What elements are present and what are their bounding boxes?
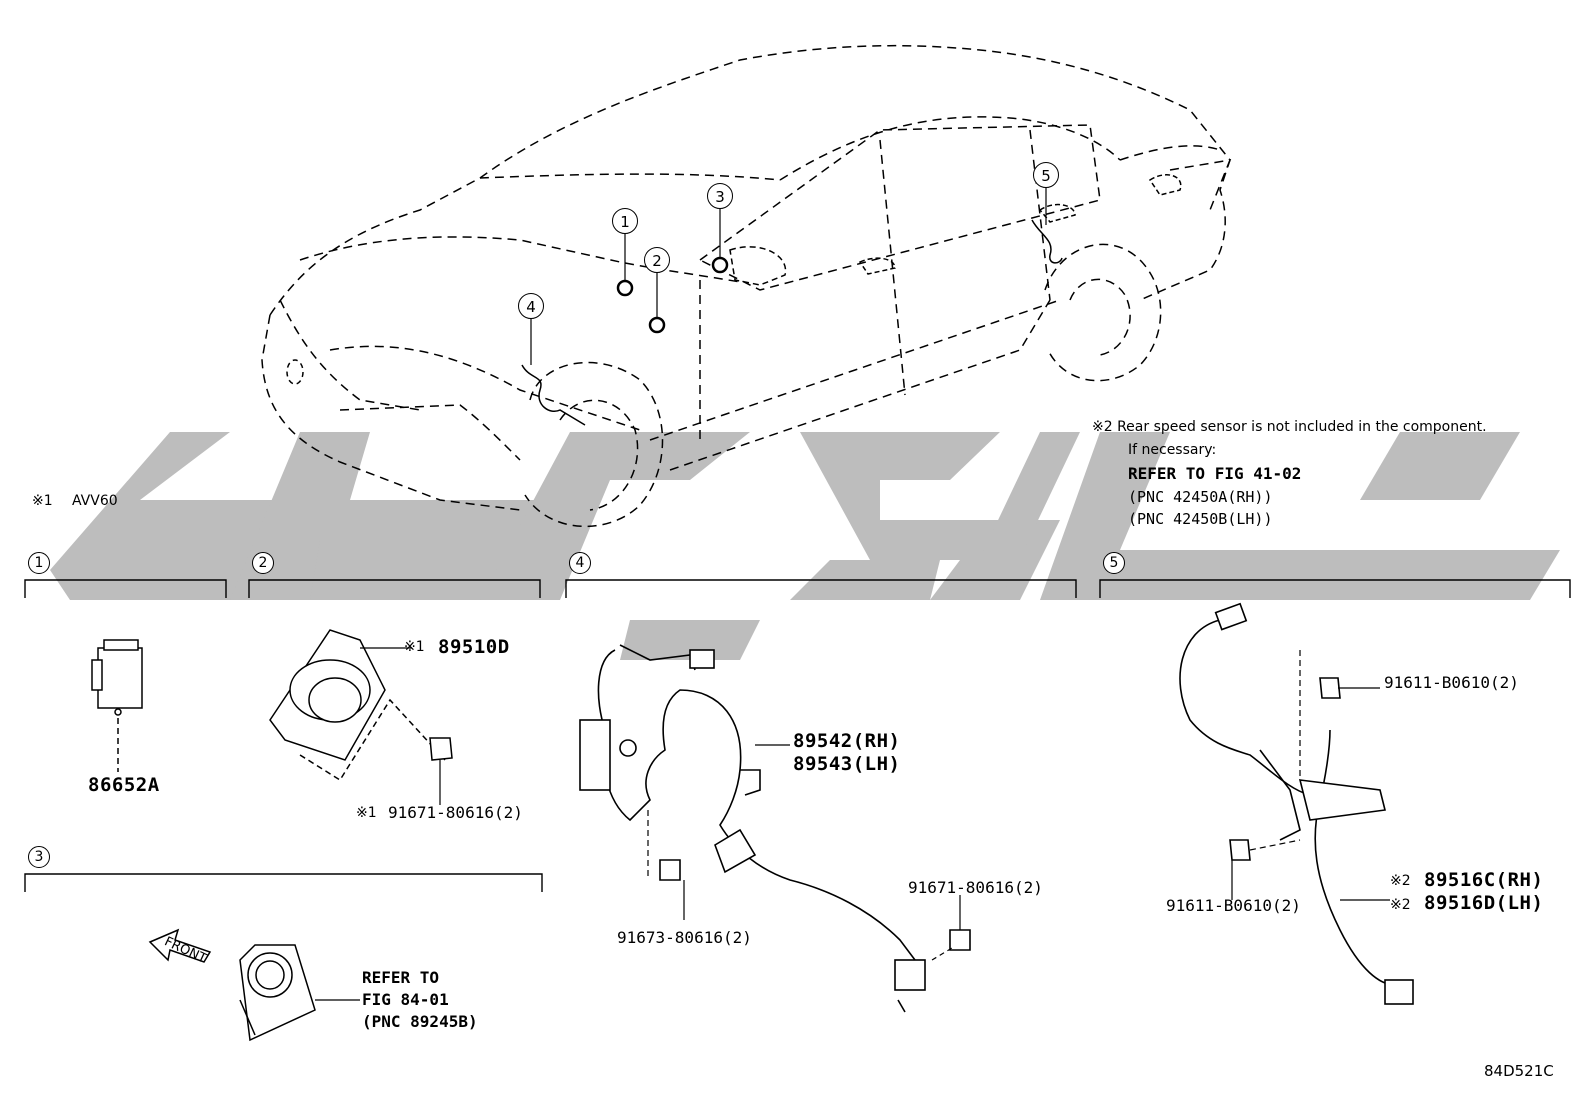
pnc-89245b-label: (PNC 89245B) [362, 1012, 478, 1031]
part-89543-lh-label: 89543(LH) [793, 753, 901, 775]
part-86652a-drawing [91, 639, 143, 772]
car-callout-3: 3 [707, 183, 733, 209]
bolt-91671-label-a: 91671-80616(2) [388, 803, 523, 822]
section-5-number: 5 [1103, 552, 1125, 574]
note-2-line-1: ※2 Rear speed sensor is not included in … [1092, 419, 1487, 435]
car-callout-4: 4 [518, 293, 544, 319]
note-2-line-5: (PNC 42450B(LH)) [1128, 510, 1273, 528]
bolt-91671-mark-a: ※1 [356, 805, 377, 821]
refer-to-label: REFER TO [362, 968, 440, 987]
part-89516c-drawing [1179, 602, 1414, 1005]
part-3-drawing [148, 928, 360, 1042]
part-86652a-label: 86652A [88, 774, 160, 796]
part-89516c-rh-label: 89516C(RH) [1424, 869, 1544, 891]
part-89516d-mark: ※2 [1390, 897, 1411, 913]
watermark-logo [50, 432, 1560, 660]
note-2-line-4: (PNC 42450A(RH)) [1128, 488, 1273, 506]
bolt-91673-label: 91673-80616(2) [617, 928, 752, 947]
car-callout-1: 1 [612, 208, 638, 234]
part-89542-drawing [579, 644, 971, 1013]
bolt-91611-label-b: 91611-B0610(2) [1166, 896, 1301, 915]
part-89542-rh-label: 89542(RH) [793, 730, 901, 752]
car-callout-2: 2 [644, 247, 670, 273]
note-2-line-3: REFER TO FIG 41-02 [1128, 464, 1302, 483]
note-1-text: AVV60 [72, 493, 118, 509]
part-89516d-lh-label: 89516D(LH) [1424, 892, 1544, 914]
car-callout-leaders [530, 187, 1047, 365]
section-3-number: 3 [28, 846, 50, 868]
part-89510d-mark: ※1 [404, 639, 425, 655]
part-89510d-drawing [269, 629, 453, 805]
note-2-line-2: If necessary: [1128, 442, 1217, 458]
bolt-91611-label-a: 91611-B0610(2) [1384, 673, 1519, 692]
section-2-number: 2 [252, 552, 274, 574]
section-1-number: 1 [28, 552, 50, 574]
section-4-number: 4 [569, 552, 591, 574]
fig-84-01-label: FIG 84-01 [362, 990, 449, 1009]
figure-code: 84D521C [1484, 1062, 1554, 1080]
bolt-91671-label-b: 91671-80616(2) [908, 878, 1043, 897]
car-outline [261, 44, 1232, 528]
part-89516c-mark: ※2 [1390, 873, 1411, 889]
note-1-mark: ※1 [32, 493, 53, 509]
part-89510d-label: 89510D [438, 636, 510, 658]
section-brackets [24, 579, 1571, 892]
car-callout-5: 5 [1033, 162, 1059, 188]
